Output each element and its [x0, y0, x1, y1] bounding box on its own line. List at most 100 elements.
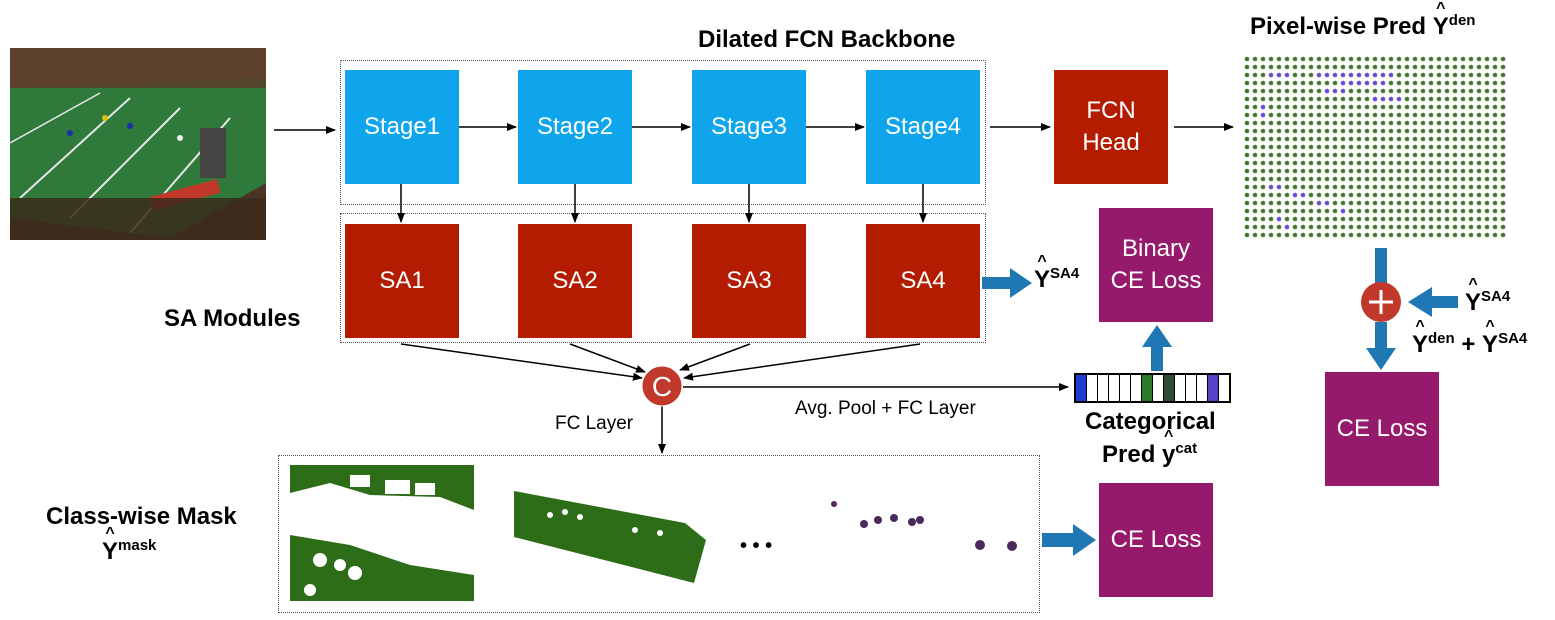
pred-dot [1292, 216, 1298, 222]
pred-dot [1420, 96, 1426, 102]
pred-dot [1252, 216, 1258, 222]
category-cell [1196, 375, 1207, 401]
pred-dot [1396, 200, 1402, 206]
pred-dot [1260, 232, 1266, 238]
plus-input-symbol: Y [1465, 289, 1481, 317]
pred-dot [1284, 176, 1290, 182]
pred-dot [1404, 200, 1410, 206]
pred-dot [1500, 64, 1506, 70]
pred-dot [1436, 176, 1442, 182]
pred-dot [1244, 168, 1250, 174]
pred-dot [1324, 88, 1330, 94]
pred-dot [1396, 80, 1402, 86]
pred-dot [1428, 160, 1434, 166]
pred-dot [1436, 72, 1442, 78]
pred-dot [1404, 120, 1410, 126]
pred-dot [1284, 104, 1290, 110]
arrow-sa3-concat [679, 343, 751, 371]
pred-dot [1308, 200, 1314, 206]
pred-dot [1308, 64, 1314, 70]
pred-dot [1340, 184, 1346, 190]
pred-dot [1260, 72, 1266, 78]
pred-dot [1476, 176, 1482, 182]
pred-dot [1396, 96, 1402, 102]
pred-dot [1268, 184, 1274, 190]
pred-dot [1404, 208, 1410, 214]
mask-sup: mask [118, 537, 157, 554]
pred-dot [1260, 96, 1266, 102]
pred-dot [1388, 216, 1394, 222]
pred-dot [1364, 112, 1370, 118]
stadium-photo [10, 48, 266, 240]
pred-dot [1436, 208, 1442, 214]
binary-loss-line2: CE Loss [1110, 267, 1202, 294]
pred-dot [1404, 216, 1410, 222]
pred-dot [1252, 160, 1258, 166]
pred-dot [1452, 168, 1458, 174]
pred-dot [1276, 112, 1282, 118]
pred-dot [1492, 208, 1498, 214]
pred-dot [1252, 96, 1258, 102]
pred-dot [1308, 152, 1314, 158]
plus-input-label: YSA4 [1465, 288, 1510, 317]
pred-dot [1292, 232, 1298, 238]
pred-dot [1372, 120, 1378, 126]
pred-dot [1412, 144, 1418, 150]
sa-modules-label: SA Modules [164, 305, 301, 332]
pred-dot [1356, 88, 1362, 94]
concat-node [641, 365, 683, 407]
pred-dot [1268, 224, 1274, 230]
pixel-pred-prefix: Pixel-wise Pred [1250, 13, 1433, 40]
pred-dot [1316, 176, 1322, 182]
pred-dot [1428, 128, 1434, 134]
pred-dot [1284, 160, 1290, 166]
pred-dot [1420, 64, 1426, 70]
arrow-mask-ce [1042, 524, 1096, 556]
pred-dot [1252, 192, 1258, 198]
categorical-label-line1: Categorical [1085, 408, 1216, 435]
pixel-pred-sup: den [1448, 12, 1476, 29]
pred-dot [1324, 232, 1330, 238]
pred-dot [1428, 136, 1434, 142]
pred-dot [1252, 72, 1258, 78]
pred-dot [1444, 120, 1450, 126]
pred-dot [1316, 104, 1322, 110]
pred-dot [1356, 136, 1362, 142]
pred-dot [1276, 56, 1282, 62]
pred-dot [1244, 120, 1250, 126]
pred-dot [1364, 104, 1370, 110]
pred-dot [1420, 208, 1426, 214]
plus-input-sup: SA4 [1481, 288, 1511, 305]
pred-dot [1412, 152, 1418, 158]
backbone-title: Dilated FCN Backbone [698, 26, 956, 53]
pred-dot [1348, 144, 1354, 150]
pred-dot [1476, 216, 1482, 222]
pred-dot [1444, 208, 1450, 214]
pred-dot [1380, 184, 1386, 190]
pred-dot [1452, 104, 1458, 110]
pred-dot [1380, 152, 1386, 158]
pred-dot [1404, 136, 1410, 142]
pred-dot [1388, 104, 1394, 110]
stage1-block: Stage1 [345, 70, 459, 184]
pred-dot [1388, 72, 1394, 78]
pred-dot [1492, 160, 1498, 166]
pred-dot [1292, 96, 1298, 102]
pred-dot [1252, 152, 1258, 158]
pred-dot [1300, 136, 1306, 142]
pred-dot [1356, 96, 1362, 102]
pred-dot [1396, 128, 1402, 134]
pred-dot [1356, 192, 1362, 198]
pred-dot [1460, 88, 1466, 94]
pred-dot [1340, 96, 1346, 102]
fc-layer-label: FC Layer [555, 413, 634, 434]
pred-dot [1316, 152, 1322, 158]
pred-dot [1300, 216, 1306, 222]
pred-dot [1404, 96, 1410, 102]
pred-dot [1364, 80, 1370, 86]
pred-dot [1452, 120, 1458, 126]
pred-dot [1500, 208, 1506, 214]
pred-dot [1308, 184, 1314, 190]
pred-dot [1412, 184, 1418, 190]
pred-dot [1412, 64, 1418, 70]
